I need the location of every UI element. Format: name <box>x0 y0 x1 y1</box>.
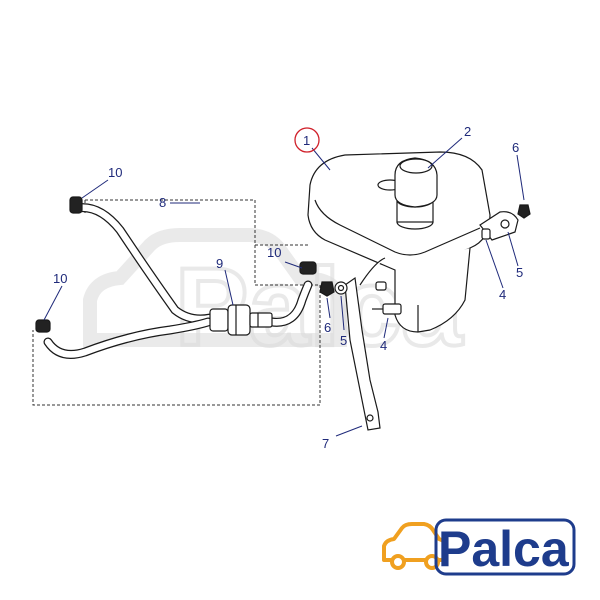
callout-10-left: 10 <box>53 271 67 286</box>
callout-10-mid: 10 <box>267 245 281 260</box>
brand-name: Palca <box>438 521 570 577</box>
check-valve <box>209 304 273 336</box>
callout-8: 8 <box>159 195 166 210</box>
callout-7: 7 <box>322 436 329 451</box>
callout-4-mid: 4 <box>380 338 387 353</box>
leader-lines <box>43 137 525 437</box>
callout-4-right: 4 <box>499 287 506 302</box>
brand-logo: Palca <box>382 518 576 577</box>
fasteners <box>319 281 402 315</box>
callout-1: 1 <box>303 133 310 148</box>
filler-cap <box>394 157 438 230</box>
callout-10-top: 10 <box>108 165 122 180</box>
callout-5-right: 5 <box>516 265 523 280</box>
car-icon <box>382 522 448 570</box>
support-bracket <box>344 257 386 431</box>
hose-assembly <box>43 203 313 359</box>
callout-9: 9 <box>216 256 223 271</box>
callout-6-left: 6 <box>324 320 331 335</box>
callout-6-right: 6 <box>512 140 519 155</box>
callout-5-left: 5 <box>340 333 347 348</box>
highlight-circle <box>294 127 320 153</box>
hose-clamps <box>35 196 317 333</box>
callout-labels: 1 2 6 10 8 10 10 9 6 5 4 4 5 7 <box>53 124 523 451</box>
callout-2: 2 <box>464 124 471 139</box>
